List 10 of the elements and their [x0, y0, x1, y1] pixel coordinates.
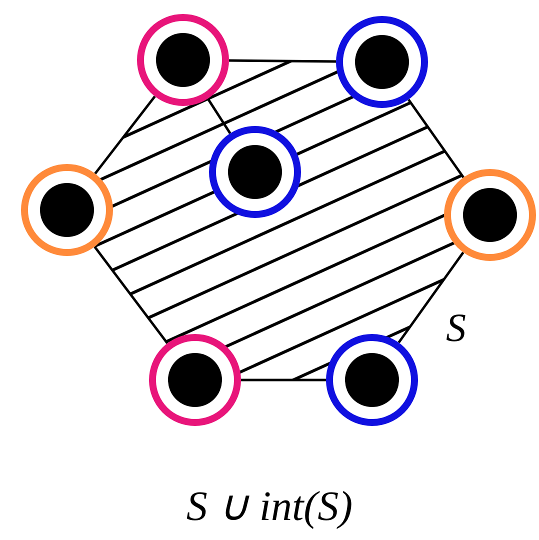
edge-line	[398, 252, 464, 344]
set-label: S	[446, 308, 466, 348]
edge-line	[94, 96, 156, 174]
caption: S ∪ int(S)	[185, 486, 354, 528]
edge-line	[241, 378, 326, 382]
edge-line	[408, 98, 464, 178]
edge-line	[228, 59, 336, 63]
edge-line	[94, 246, 168, 344]
vertex-circle	[209, 126, 301, 218]
edge-line	[206, 98, 232, 134]
